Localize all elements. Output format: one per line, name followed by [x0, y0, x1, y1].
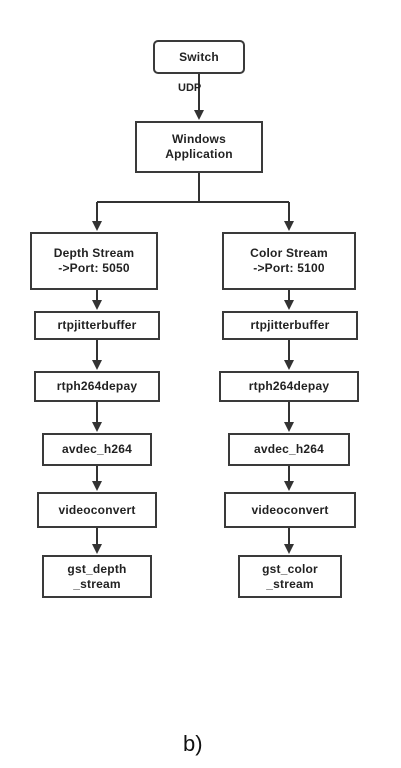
right-videoconvert-label: videoconvert: [251, 502, 329, 517]
left-rtpjitterbuffer-label: rtpjitterbuffer: [57, 318, 137, 332]
color-stream-line2: ->Port: 5100: [253, 261, 325, 275]
gst-color-stream-line2: _stream: [266, 576, 314, 591]
windows-application-line2: Application: [165, 147, 233, 161]
right-videoconvert-node: videoconvert: [224, 492, 356, 528]
gst-depth-stream-node: gst_depth _stream: [42, 555, 152, 598]
left-avdec-h264-label: avdec_h264: [61, 442, 133, 456]
right-rtpjitterbuffer-node: rtpjitterbuffer: [222, 311, 358, 340]
gst-depth-stream-line2: _stream: [73, 576, 121, 591]
left-rtph264depay-node: rtph264depay: [34, 371, 160, 402]
color-stream-node: Color Stream ->Port: 5100: [222, 232, 356, 290]
right-avdec-h264-label: avdec_h264: [253, 442, 325, 456]
depth-stream-node: Depth Stream ->Port: 5050: [30, 232, 158, 290]
right-rtpjitterbuffer-label: rtpjitterbuffer: [250, 318, 330, 332]
right-rtph264depay-node: rtph264depay: [219, 371, 359, 402]
left-videoconvert-label: videoconvert: [58, 502, 136, 517]
left-rtpjitterbuffer-node: rtpjitterbuffer: [34, 311, 160, 340]
left-avdec-h264-node: avdec_h264: [42, 433, 152, 466]
depth-stream-line1: Depth Stream: [53, 246, 135, 260]
right-avdec-h264-node: avdec_h264: [228, 433, 350, 466]
right-rtph264depay-label: rtph264depay: [248, 379, 330, 393]
switch-node: Switch: [153, 40, 245, 74]
switch-label: Switch: [179, 49, 219, 64]
figure-caption: b): [183, 731, 203, 756]
windows-application-node: Windows Application: [135, 121, 263, 173]
depth-stream-line2: ->Port: 5050: [58, 261, 130, 275]
left-rtph264depay-label: rtph264depay: [56, 379, 138, 393]
color-stream-line1: Color Stream: [250, 246, 328, 260]
left-videoconvert-node: videoconvert: [37, 492, 157, 528]
windows-application-line1: Windows: [172, 132, 226, 146]
gst-color-stream-node: gst_color _stream: [238, 555, 342, 598]
udp-label: UDP: [178, 82, 202, 94]
gst-depth-stream-line1: gst_depth: [67, 561, 127, 576]
gst-color-stream-line1: gst_color: [262, 561, 318, 576]
